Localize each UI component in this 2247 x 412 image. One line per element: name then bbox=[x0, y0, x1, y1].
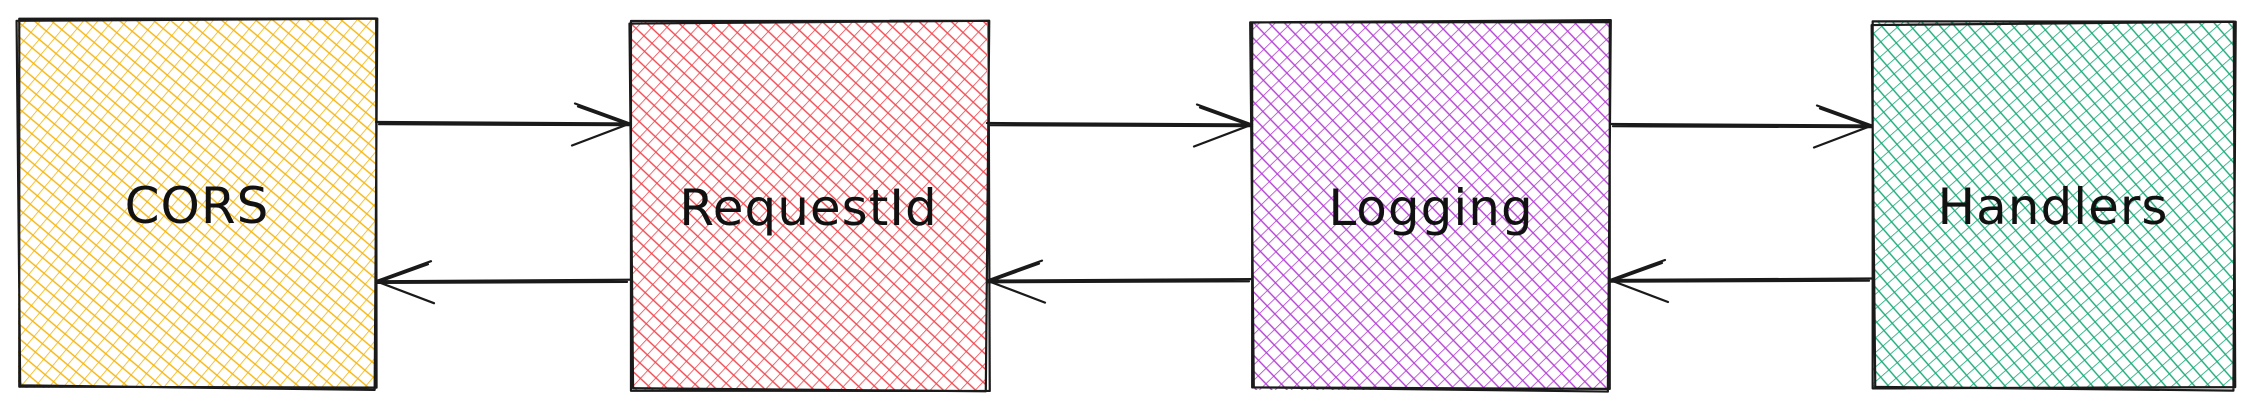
arrow-cors-to-requestid bbox=[374, 102, 632, 147]
arrow-logging-to-requestid bbox=[985, 259, 1254, 304]
arrow-shaft bbox=[985, 278, 1254, 284]
node-requestid-fill bbox=[630, 22, 987, 390]
node-logging-border bbox=[1249, 19, 1612, 393]
arrow-head bbox=[985, 259, 1047, 304]
arrow-logging-to-handlers bbox=[1608, 104, 1874, 149]
node-logging: Logging bbox=[1249, 19, 1612, 393]
node-cors-label: CORS bbox=[125, 177, 270, 235]
arrow-shaft bbox=[374, 120, 632, 127]
node-requestid-label: RequestId bbox=[679, 179, 938, 237]
node-requestid: RequestId bbox=[628, 19, 991, 393]
arrow-head bbox=[1192, 103, 1254, 148]
arrow-shaft bbox=[1608, 277, 1874, 283]
node-cors: CORS bbox=[15, 17, 379, 392]
node-handlers-label: Handlers bbox=[1938, 178, 2169, 236]
node-requestid-border bbox=[628, 19, 991, 393]
arrow-shaft bbox=[985, 121, 1254, 128]
arrow-handlers-to-logging bbox=[1608, 258, 1874, 304]
arrow-head bbox=[1608, 258, 1670, 304]
arrow-requestid-to-cors bbox=[374, 260, 632, 305]
node-logging-label: Logging bbox=[1328, 179, 1533, 237]
node-cors-border bbox=[15, 17, 379, 392]
edges bbox=[374, 102, 1874, 305]
arrow-shaft bbox=[374, 278, 632, 284]
node-logging-fill bbox=[1252, 22, 1610, 390]
node-handlers-fill bbox=[1872, 22, 2234, 388]
arrow-shaft bbox=[1608, 122, 1874, 129]
node-cors-fill bbox=[18, 20, 376, 388]
arrow-head bbox=[1812, 104, 1874, 149]
node-handlers-border bbox=[1870, 20, 2237, 392]
arrow-head bbox=[374, 260, 436, 305]
arrow-head bbox=[570, 102, 632, 147]
arrow-requestid-to-logging bbox=[985, 103, 1254, 148]
node-handlers: Handlers bbox=[1870, 20, 2237, 392]
